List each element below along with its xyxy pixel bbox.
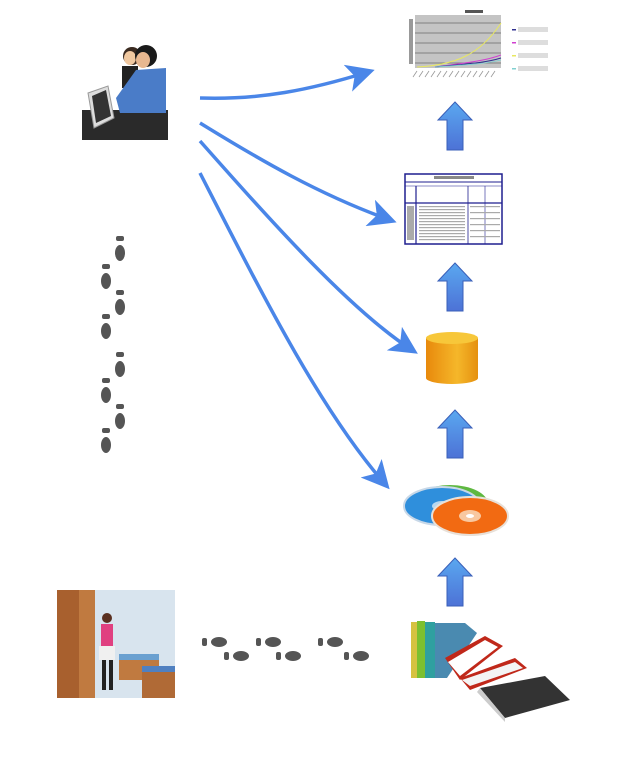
series-line <box>434 59 502 68</box>
chart-title <box>465 10 483 13</box>
chart-legend <box>512 27 548 71</box>
books-icon <box>411 621 570 722</box>
up-arrow-icon <box>436 262 474 312</box>
bookstore-shopper-icon <box>57 590 175 698</box>
cd-discs-icon <box>403 485 509 536</box>
database-icon <box>426 332 478 384</box>
line-chart-thumbnail <box>395 5 560 95</box>
series-line <box>416 22 502 68</box>
arrow-to-discs <box>198 172 390 490</box>
footprints-vertical-icon <box>101 236 125 453</box>
arrow-to-table <box>199 121 397 227</box>
up-arrow-icon <box>436 409 474 459</box>
up-arrow-icon <box>436 101 474 151</box>
arrow-to-database <box>198 139 418 354</box>
footprints-horizontal-icon <box>202 637 369 661</box>
analysts-icon <box>82 45 168 140</box>
arrow-to-chart <box>199 64 375 100</box>
up-arrow-icon <box>436 557 474 607</box>
data-table-thumbnail <box>404 173 503 245</box>
